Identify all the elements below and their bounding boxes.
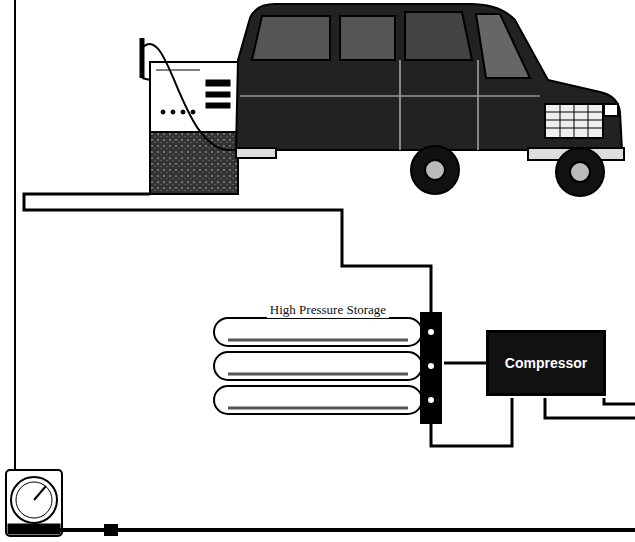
compressor-box: Compressor (486, 330, 606, 396)
storage-tanks (214, 318, 422, 414)
gas-pipe (444, 362, 486, 365)
gas-main (60, 528, 635, 532)
frame-line (14, 0, 16, 470)
inlet-pipe (545, 398, 635, 418)
tank-label: High Pressure Storage (267, 302, 389, 318)
manifold (420, 312, 442, 424)
storage-tanks: High Pressure Storage (212, 300, 444, 426)
box-label: Compressor (505, 355, 587, 371)
return-pipe (431, 398, 512, 446)
inlet-pipe (604, 398, 635, 404)
pressure-gauge (6, 470, 62, 536)
van (236, 4, 624, 196)
supply-pipe (24, 194, 431, 318)
main-valve (104, 524, 118, 536)
